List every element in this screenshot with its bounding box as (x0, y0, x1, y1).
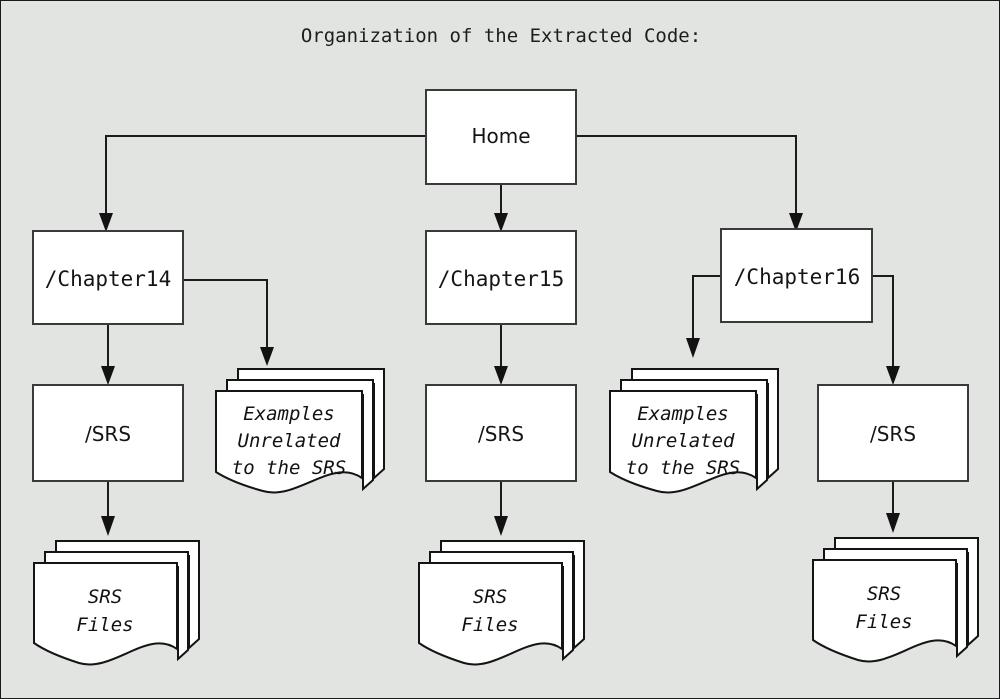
node-chapter14[interactable]: /Chapter14 (32, 230, 184, 325)
edge-home-to-chapter16 (576, 135, 803, 232)
node-chapter16-label: /Chapter16 (734, 265, 860, 289)
edge-chapter16-to-examples-middle (686, 275, 721, 358)
doc-srs-files-right-line-2: Files (855, 611, 912, 633)
doc-examples-left-line-2: Unrelated (238, 430, 342, 452)
node-srs-right-label: /SRS (870, 422, 916, 446)
doc-examples-middle-line-1: Examples (637, 403, 729, 425)
edge-srs-left-to-files-left (101, 481, 115, 536)
node-srs-middle-label: /SRS (478, 422, 524, 446)
doc-srs-files-right-line-1: SRS (867, 583, 901, 605)
node-srs-left[interactable]: /SRS (32, 384, 184, 482)
doc-stack-srs-files-middle[interactable]: SRS Files (418, 540, 585, 666)
doc-stack-examples-left[interactable]: Examples Unrelated to the SRS (215, 368, 385, 494)
doc-stack-examples-middle[interactable]: Examples Unrelated to the SRS (609, 368, 779, 494)
doc-examples-left-line-3: to the SRS (232, 457, 346, 479)
node-srs-middle[interactable]: /SRS (425, 384, 577, 482)
doc-srs-files-left-line-1: SRS (88, 586, 122, 608)
node-home[interactable]: Home (425, 89, 577, 185)
doc-stack-srs-files-left[interactable]: SRS Files (33, 540, 200, 666)
doc-srs-files-middle-line-1: SRS (473, 586, 507, 608)
doc-examples-left-line-1: Examples (243, 403, 335, 425)
node-srs-right[interactable]: /SRS (817, 384, 969, 482)
doc-examples-middle-line-2: Unrelated (632, 430, 736, 452)
node-srs-left-label: /SRS (85, 422, 131, 446)
edge-srs-right-to-files-right (886, 481, 900, 533)
edge-chapter15-to-srs-middle (494, 323, 508, 385)
connector-layer (99, 135, 900, 536)
edge-chapter14-to-examples-left (183, 279, 274, 366)
doc-srs-files-left-line-2: Files (76, 614, 133, 636)
edge-home-to-chapter15 (494, 184, 508, 232)
node-chapter16[interactable]: /Chapter16 (720, 228, 873, 323)
node-chapter15-label: /Chapter15 (438, 267, 564, 291)
doc-srs-files-middle-line-2: Files (461, 614, 518, 636)
doc-stack-srs-files-right[interactable]: SRS Files (812, 537, 979, 663)
page-title: Organization of the Extracted Code: (301, 25, 701, 47)
node-chapter14-label: /Chapter14 (45, 267, 171, 291)
node-chapter15[interactable]: /Chapter15 (425, 230, 577, 325)
edge-home-to-chapter14 (99, 135, 426, 232)
edge-chapter16-to-srs-right (872, 275, 900, 385)
doc-examples-middle-line-3: to the SRS (626, 457, 740, 479)
edge-srs-middle-to-files-middle (494, 481, 508, 536)
node-home-label: Home (471, 124, 530, 148)
edge-chapter14-to-srs-left (101, 323, 115, 385)
